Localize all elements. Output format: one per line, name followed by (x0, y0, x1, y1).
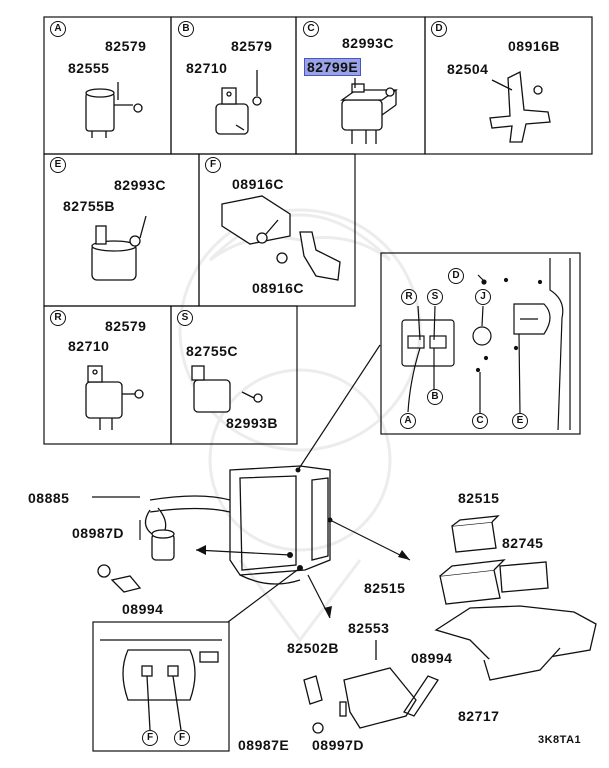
location-panel-frame (380, 252, 581, 435)
part-number[interactable]: 82515 (364, 580, 406, 596)
location-tag-c: C (472, 413, 488, 429)
arrowheads (196, 467, 410, 618)
inset-tag-f: F (174, 730, 190, 746)
location-tag-r: R (401, 289, 417, 305)
bracket-d-drawing (489, 70, 551, 143)
ecu-units-drawing (434, 515, 597, 681)
panel-d-frame (424, 16, 593, 155)
vehicle-cab-drawing (149, 465, 331, 585)
part-number[interactable]: 82717 (458, 708, 500, 724)
part-number[interactable]: 08916B (508, 38, 561, 54)
inset-drawing (100, 639, 222, 731)
panel-tag-e: E (50, 157, 66, 173)
part-number[interactable]: 82579 (105, 38, 147, 54)
panel-tag-c: C (303, 21, 319, 37)
part-number[interactable]: 82502B (287, 640, 340, 656)
panel-tag-d: D (431, 21, 447, 37)
part-number[interactable]: 08987D (72, 525, 125, 541)
part-number[interactable]: 82710 (186, 60, 228, 76)
relay-a-drawing (85, 82, 143, 138)
inset-panel-frame (92, 621, 230, 752)
relay-c-drawing (339, 78, 399, 144)
part-number[interactable]: 82755B (63, 198, 116, 214)
part-number[interactable]: 82553 (348, 620, 390, 636)
connector-assembly-drawing (97, 507, 175, 593)
part-number[interactable]: 82504 (447, 61, 489, 77)
location-tag-e: E (512, 413, 528, 429)
part-number[interactable]: 82579 (105, 318, 147, 334)
part-number[interactable]: 82710 (68, 338, 110, 354)
diagram-code: 3K8TA1 (538, 734, 582, 746)
part-number[interactable]: 08916C (232, 176, 285, 192)
part-number[interactable]: 82993C (114, 177, 167, 193)
location-panel-drawing (401, 258, 571, 431)
location-tag-d: D (448, 268, 464, 284)
bracket-bottom-drawing (303, 640, 439, 734)
relay-e-drawing (91, 215, 147, 281)
part-number[interactable]: 08997D (312, 737, 365, 753)
part-number[interactable]: 82993B (226, 415, 279, 431)
part-number[interactable]: 82579 (231, 38, 273, 54)
panel-tag-r: R (50, 310, 66, 326)
panel-s-frame (170, 305, 298, 445)
part-number[interactable]: 82555 (68, 60, 110, 76)
relay-r-drawing (85, 365, 144, 430)
part-number[interactable]: 82993C (342, 35, 395, 51)
part-number[interactable]: 08987E (238, 737, 290, 753)
part-number[interactable]: 08994 (411, 650, 453, 666)
relay-s-drawing (191, 365, 263, 413)
location-tag-a: A (400, 413, 416, 429)
panel-tag-a: A (50, 21, 66, 37)
panel-tag-s: S (177, 310, 193, 326)
part-number[interactable]: 08994 (122, 601, 164, 617)
panel-tag-b: B (178, 21, 194, 37)
part-number[interactable]: 82755C (186, 343, 239, 359)
bracket-f-drawing (221, 195, 341, 281)
location-tag-s: S (427, 289, 443, 305)
part-number[interactable]: 08916C (252, 280, 305, 296)
part-number-highlighted[interactable]: 82799E (304, 58, 362, 76)
location-tag-b: B (427, 389, 443, 405)
location-tag-j: J (475, 289, 491, 305)
part-number[interactable]: 82515 (458, 490, 500, 506)
watermark-emblem (178, 208, 422, 643)
leader-lines (92, 344, 411, 623)
part-number[interactable]: 82745 (502, 535, 544, 551)
inset-tag-f: F (142, 730, 158, 746)
panel-tag-f: F (205, 157, 221, 173)
relay-b-drawing (215, 70, 262, 135)
part-number[interactable]: 08885 (28, 490, 70, 506)
